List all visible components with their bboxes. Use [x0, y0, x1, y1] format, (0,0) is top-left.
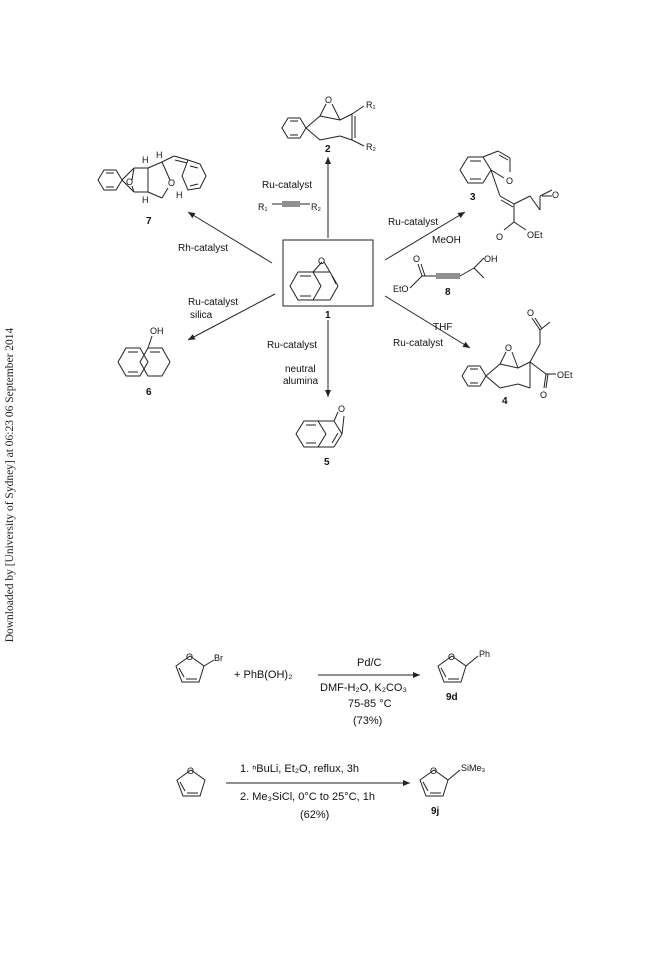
conditions-solvent-base: DMF-H₂O, K₂CO₃ [320, 682, 407, 694]
c2-r2: R₂ [366, 142, 376, 152]
c8-carbonyl-oxygen: O [413, 254, 420, 264]
compound-8-label: 8 [445, 287, 451, 298]
c3-ring-oxygen: O [506, 176, 513, 186]
c3-ester-oxygen: O [496, 232, 503, 242]
c7-h2: H [156, 150, 163, 160]
alkyne-r1: R₁ [258, 202, 268, 212]
c4-oxygen: O [505, 343, 512, 353]
compound-4-label: 4 [502, 396, 508, 407]
phenyl-substituent: Ph [479, 649, 490, 659]
compound-6-label: 6 [146, 387, 152, 398]
c7-bridge-oxygen: O [126, 177, 133, 187]
center-frame [282, 239, 374, 307]
condition-to-3-solvent: MeOH [432, 235, 461, 246]
condition-to-5-neutral: neutral [285, 364, 316, 375]
condition-to-7: Rh-catalyst [178, 243, 228, 254]
catalyst-pdc: Pd/C [357, 657, 382, 669]
compound-5-label: 5 [324, 457, 330, 468]
compound-7-structure: O O H H H H [97, 150, 207, 205]
condition-to-5-catalyst: Ru-catalyst [267, 340, 317, 351]
condition-to-5-alumina: alumina [283, 376, 318, 387]
c2-oxygen: O [325, 95, 332, 105]
furan4-oxygen: O [430, 766, 437, 776]
c7-furan-oxygen: O [168, 178, 175, 188]
alkyne-reagent: R₁ R₂ [258, 201, 321, 212]
arrow-to-3 [384, 211, 466, 261]
c3-oet: OEt [527, 230, 543, 240]
product-9j-label: 9j [431, 806, 440, 817]
c8-eto: EtO [393, 284, 409, 294]
compound-5-structure: O [295, 404, 345, 448]
c4-ester-oxygen: O [540, 390, 547, 400]
c2-r1: R₁ [366, 100, 376, 110]
furan3-oxygen: O [187, 766, 194, 776]
c7-h3: H [142, 195, 149, 205]
step1-butyllithium: 1. ⁿBuLi, Et₂O, reflux, 3h [240, 763, 359, 775]
compound-2-structure: O R₁ R₂ [281, 95, 376, 152]
condition-to-4-solvent: THF [433, 322, 452, 333]
condition-to-2: Ru-catalyst [262, 180, 312, 191]
arrow-to-6 [187, 293, 276, 341]
boronic-acid-reagent: + PhB(OH)₂ [234, 669, 292, 681]
alkyne-r2: R₂ [311, 202, 321, 212]
arrow-to-7 [187, 211, 273, 264]
furan2-oxygen: O [448, 652, 455, 662]
conditions-temperature: 75-85 °C [348, 698, 392, 710]
condition-to-6-silica: silica [190, 310, 213, 321]
yield-62: (62%) [300, 809, 329, 821]
compound-7-label: 7 [146, 216, 152, 227]
phenylfuran-structure: O Ph [437, 649, 490, 683]
furan1-oxygen: O [186, 652, 193, 662]
bromo-substituent: Br [214, 653, 223, 663]
bromofuran-structure: O Br [175, 652, 223, 683]
compound-1-structure: O [289, 256, 339, 301]
c4-oet: OEt [557, 370, 573, 380]
compound-3-label: 3 [470, 192, 476, 203]
c5-epoxide-oxygen: O [338, 404, 345, 414]
c6-hydroxyl: OH [150, 326, 164, 336]
compound-8-structure: EtO O OH [393, 254, 498, 294]
compound-6-structure: OH [117, 326, 171, 377]
arrow-to-4 [384, 295, 471, 349]
c7-h4: H [176, 190, 183, 200]
c3-ketone-oxygen: O [552, 190, 559, 200]
c4-ketone-oxygen: O [527, 308, 534, 318]
product-9d-label: 9d [446, 692, 458, 703]
trimethylsilylfuran-structure: O SiMe₃ [419, 763, 486, 797]
compound-4-structure: O O OEt O [461, 308, 573, 400]
compound-2-label: 2 [325, 144, 331, 155]
condition-to-3: Ru-catalyst [388, 217, 438, 228]
yield-73: (73%) [353, 715, 382, 727]
oxygen-bridge-label: O [318, 256, 325, 266]
step2-silylation: 2. Me₃SiCl, 0°C to 25°C, 1h [240, 791, 375, 803]
trimethylsilyl-substituent: SiMe₃ [461, 763, 486, 773]
scheme-1: O 1 Ru-catalyst R₁ R₂ [97, 95, 573, 468]
compound-3-structure: O O O OEt [459, 150, 559, 242]
condition-to-6-catalyst: Ru-catalyst [188, 297, 238, 308]
compound-1-box: O 1 [282, 239, 374, 321]
scheme-2: O Br + PhB(OH)₂ Pd/C DMF-H₂O, K₂CO₃ 75-8… [175, 649, 490, 821]
c8-hydroxyl: OH [484, 254, 498, 264]
c7-h1: H [142, 155, 149, 165]
condition-to-4: Ru-catalyst [393, 338, 443, 349]
furan-structure: O [176, 766, 206, 797]
compound-1-label: 1 [325, 310, 331, 321]
